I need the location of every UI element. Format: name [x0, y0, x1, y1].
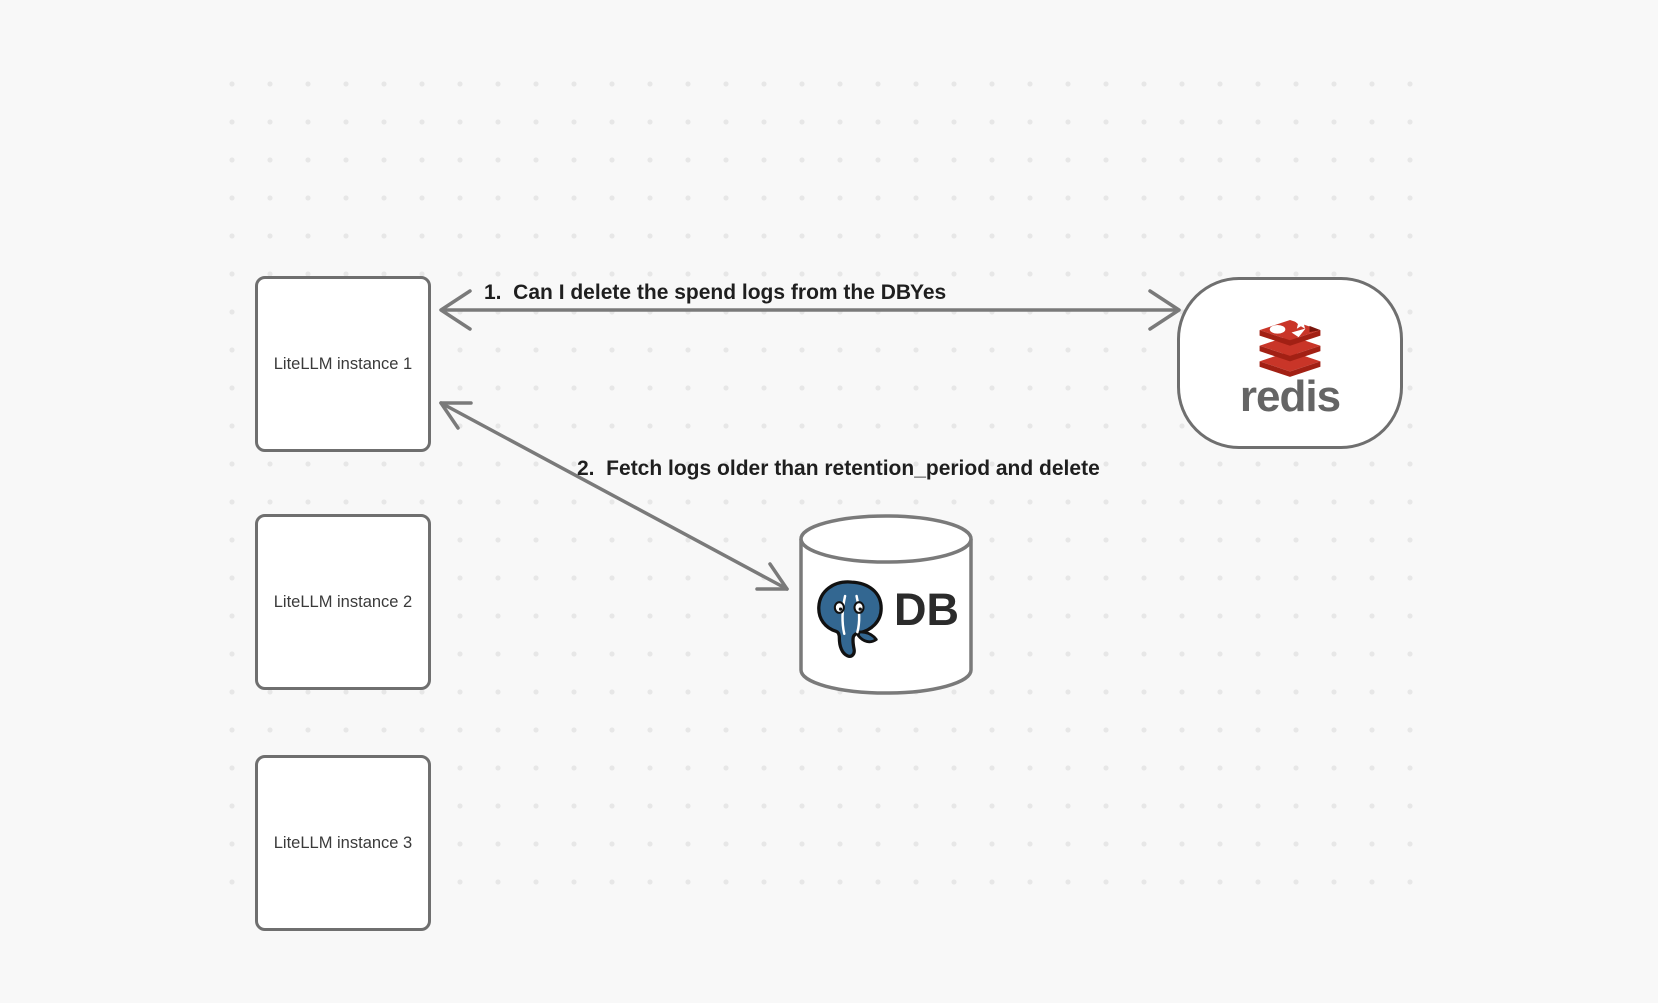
node-redis[interactable]: redis [1177, 277, 1403, 449]
arrow-instance1-db[interactable] [439, 401, 789, 591]
redis-logo-icon [1259, 315, 1321, 377]
arrow-instance1-redis[interactable] [439, 289, 1181, 331]
node-litellm-instance-1[interactable]: LiteLLM instance 1 [255, 276, 431, 452]
node-database[interactable]: DB [797, 514, 979, 698]
database-label: DB [894, 584, 959, 635]
redis-wordmark: redis [1239, 371, 1341, 421]
node-litellm-instance-2[interactable]: LiteLLM instance 2 [255, 514, 431, 690]
node-litellm-instance-3-label: LiteLLM instance 3 [273, 833, 413, 852]
arrow-2-label[interactable]: 2. Fetch logs older than retention_perio… [577, 457, 1100, 480]
database-cylinder-shape [799, 514, 973, 695]
postgresql-elephant-icon [817, 580, 883, 658]
node-litellm-instance-2-label: LiteLLM instance 2 [273, 592, 413, 611]
node-litellm-instance-3[interactable]: LiteLLM instance 3 [255, 755, 431, 931]
arrow-1-response-label[interactable]: Yes [910, 281, 947, 304]
node-litellm-instance-1-label: LiteLLM instance 1 [273, 354, 413, 373]
arrow-1-label[interactable]: 1. Can I delete the spend logs from the … [484, 281, 912, 304]
